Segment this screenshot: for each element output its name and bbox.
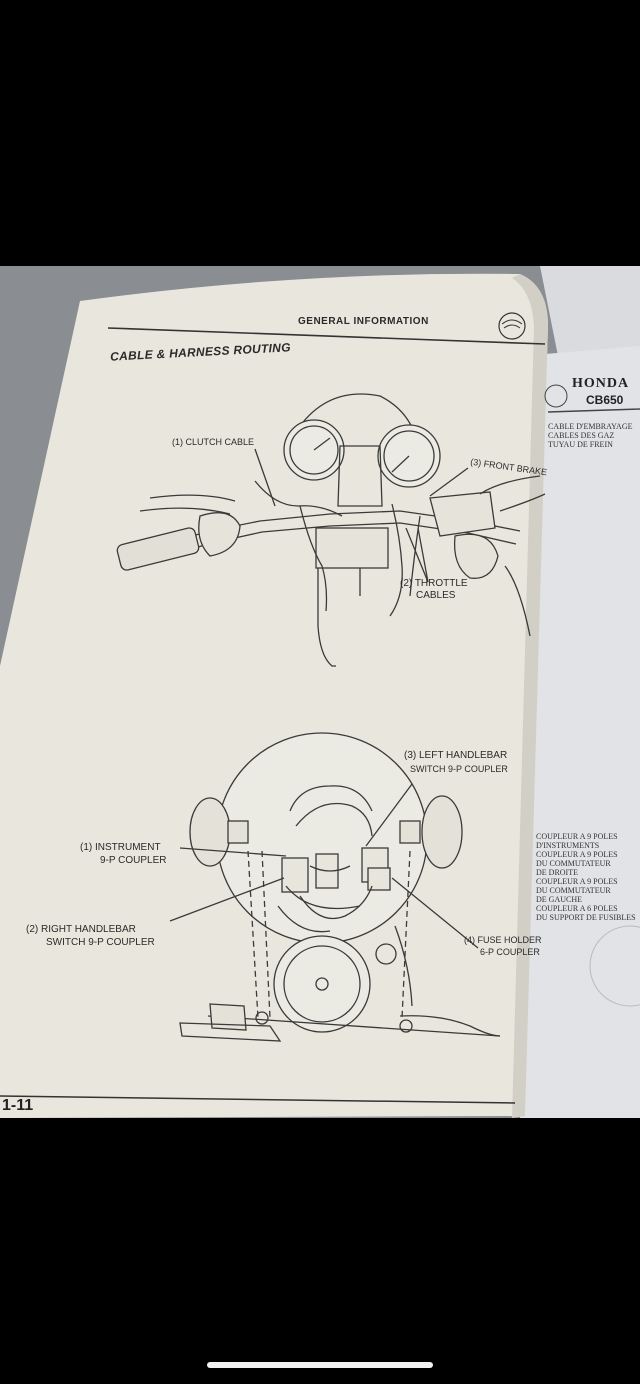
french-note: D'INSTRUMENTS bbox=[536, 841, 600, 850]
french-note: DU COMMUTATEUR bbox=[536, 859, 611, 868]
french-note: COUPLEUR A 6 POLES bbox=[536, 904, 618, 913]
label-left-switch-line2: SWITCH 9-P COUPLER bbox=[410, 764, 508, 774]
honda-wing-icon bbox=[498, 312, 526, 340]
french-note: COUPLEUR A 9 POLES bbox=[536, 877, 618, 886]
label-right-switch-line1: (2) RIGHT HANDLEBAR bbox=[26, 924, 136, 935]
label-fuse-line1: (4) FUSE HOLDER bbox=[464, 935, 542, 945]
legend-item: TUYAU DE FREIN bbox=[548, 440, 613, 449]
honda-logo-icon bbox=[544, 384, 568, 408]
french-note: COUPLEUR A 9 POLES bbox=[536, 832, 618, 841]
label-fuse-line2: 6-P COUPLER bbox=[480, 947, 540, 957]
page-number: 1-11 bbox=[2, 1097, 34, 1114]
header-rule bbox=[107, 327, 546, 345]
handlebar-diagram bbox=[116, 393, 546, 667]
headlight-wiring-diagram bbox=[169, 732, 501, 1042]
manual-photo: GENERAL INFORMATION CABLE & HARNESS ROUT… bbox=[0, 266, 640, 1118]
french-note: DE GAUCHE bbox=[536, 895, 582, 904]
second-page bbox=[520, 346, 640, 1118]
label-instrument-line1: (1) INSTRUMENT bbox=[80, 842, 161, 853]
french-note: DU SUPPORT DE FUSIBLES bbox=[536, 913, 636, 922]
label-throttle-line2: CABLES bbox=[416, 590, 456, 601]
home-indicator[interactable] bbox=[207, 1362, 433, 1368]
legend-item: CABLES DES GAZ bbox=[548, 431, 615, 440]
brand-name: HONDA bbox=[572, 376, 630, 391]
model-name: CB650 bbox=[586, 393, 624, 407]
label-instrument-line2: 9-P COUPLER bbox=[100, 855, 167, 866]
french-note: DE DROITE bbox=[536, 868, 578, 877]
legend-item: CABLE D'EMBRAYAGE bbox=[548, 422, 633, 431]
label-throttle-line1: (2) THROTTLE bbox=[400, 578, 468, 589]
label-left-switch-line1: (3) LEFT HANDLEBAR bbox=[404, 750, 508, 761]
manual-illustration bbox=[0, 266, 640, 1118]
label-clutch-cable: (1) CLUTCH CABLE bbox=[172, 437, 255, 447]
label-right-switch-line2: SWITCH 9-P COUPLER bbox=[46, 937, 155, 948]
french-note: DU COMMUTATEUR bbox=[536, 886, 611, 895]
french-note: COUPLEUR A 9 POLES bbox=[536, 850, 618, 859]
footer-rule bbox=[0, 1095, 516, 1104]
section-header: GENERAL INFORMATION bbox=[298, 316, 429, 327]
